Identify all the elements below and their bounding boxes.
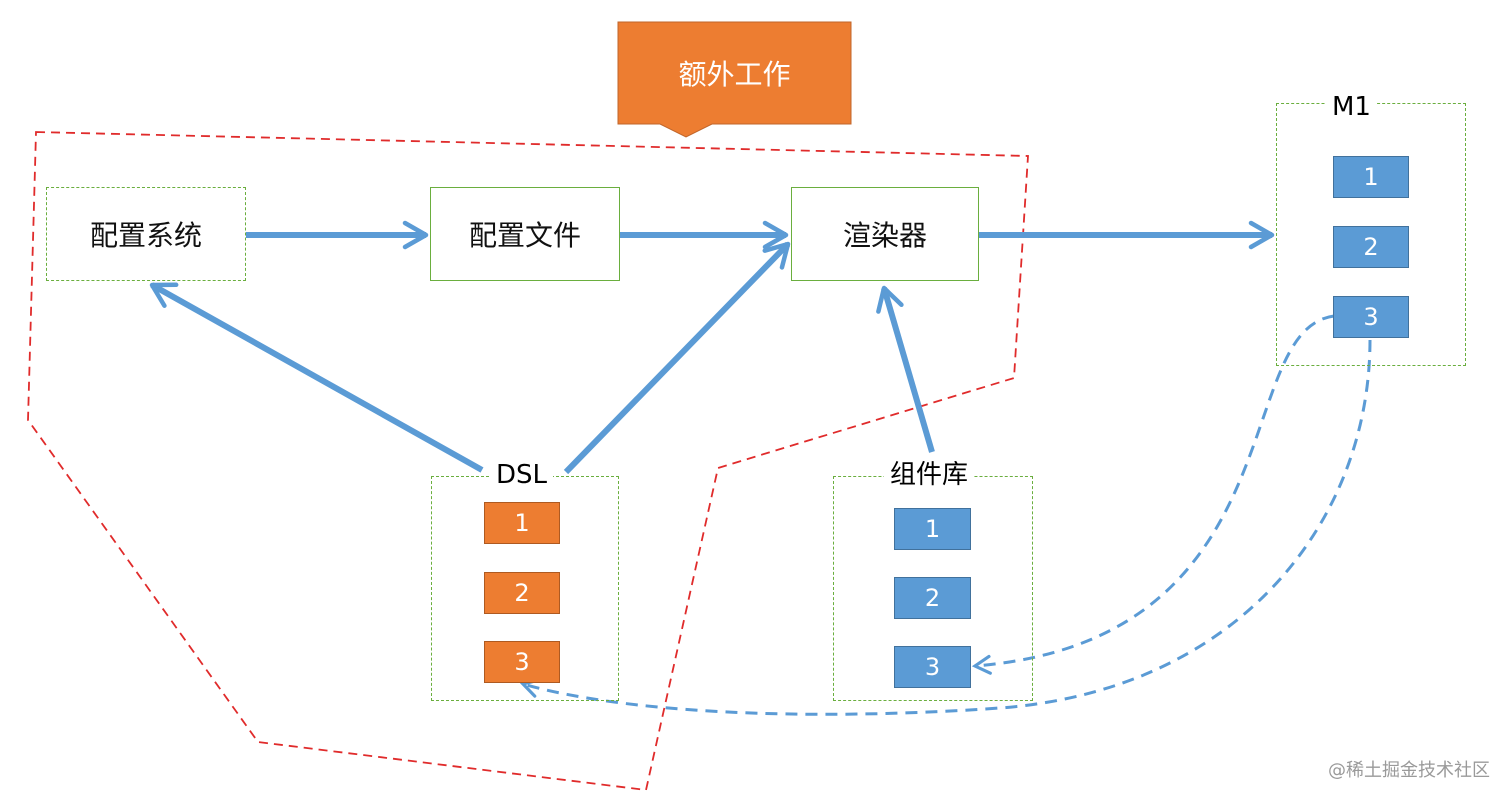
watermark: @稀土掘金技术社区 (1328, 760, 1490, 781)
dashed-arrow-m1-3-to-dsl-3 (519, 339, 1372, 716)
extra-work-callout-shape (617, 21, 852, 138)
arrow-dsl-to-config-system (149, 282, 484, 473)
dashed-arrow-m1-3-to-component-3 (971, 314, 1335, 675)
dsl-item-1[interactable]: 1 (484, 502, 560, 544)
renderer-label: 渲染器 (842, 219, 927, 252)
config-system-label: 配置系统 (89, 219, 202, 252)
dsl-item-2[interactable]: 2 (484, 572, 560, 614)
component-lib-item-2[interactable]: 2 (894, 577, 971, 619)
component-lib-group-title: 组件库 (884, 460, 975, 490)
dsl-group-title: DSL (490, 460, 554, 490)
renderer-node[interactable]: 渲染器 (791, 187, 979, 281)
dsl-item-3[interactable]: 3 (484, 641, 560, 683)
config-system-node[interactable]: 配置系统 (46, 187, 246, 281)
m1-item-2[interactable]: 2 (1333, 226, 1409, 268)
arrow-component-lib-to-renderer (876, 285, 935, 453)
arrow-dsl-to-renderer (563, 241, 791, 475)
component-lib-item-1[interactable]: 1 (894, 508, 971, 550)
extra-work-callout: 额外工作 (678, 58, 791, 91)
m1-group-title: M1 (1326, 92, 1377, 122)
m1-item-3[interactable]: 3 (1333, 296, 1409, 338)
m1-item-1[interactable]: 1 (1333, 156, 1409, 198)
component-lib-item-3[interactable]: 3 (894, 646, 971, 688)
config-file-label: 配置文件 (468, 219, 581, 252)
config-file-node[interactable]: 配置文件 (430, 187, 620, 281)
